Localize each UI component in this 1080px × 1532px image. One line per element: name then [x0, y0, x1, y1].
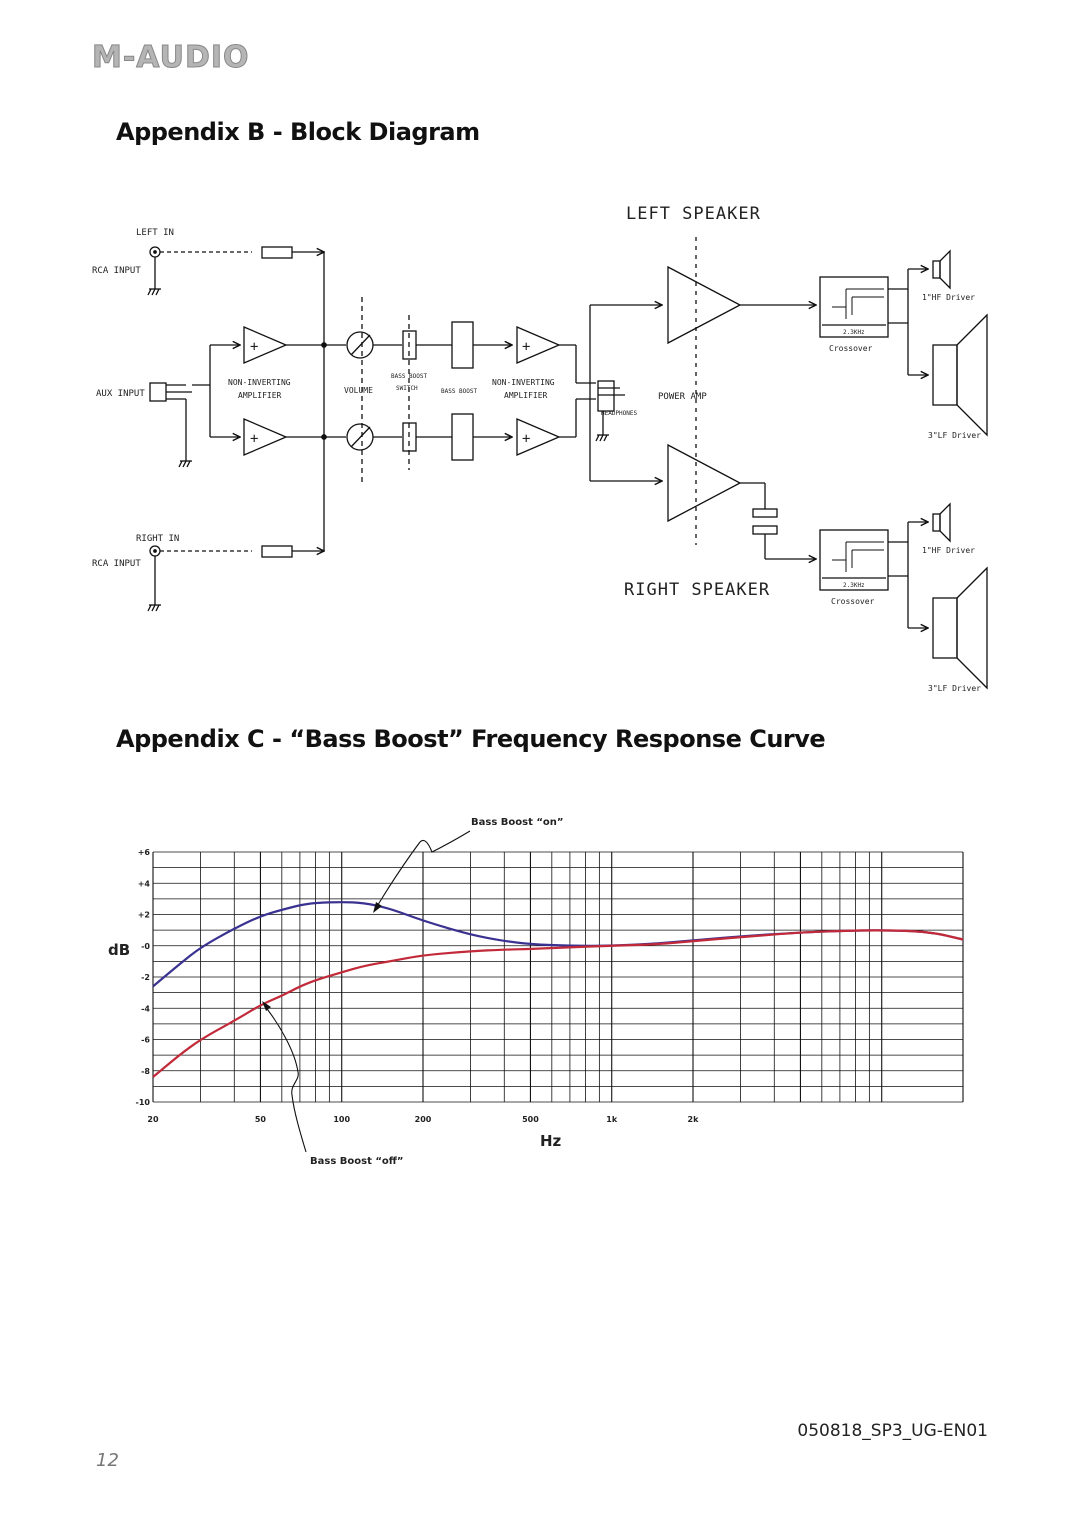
left-input-resistor — [261, 246, 293, 259]
m-audio-logo: M-AUDIO — [92, 40, 250, 76]
input-amplifier-upper — [243, 326, 288, 364]
svg-text:+: + — [522, 339, 530, 355]
bass-boost-filter-lower — [451, 413, 474, 461]
crossover-freq-top: 2.3KHz — [843, 329, 865, 336]
y-tick-label: -6 — [141, 1036, 150, 1045]
non-inverting-label-1: NON-INVERTING — [228, 378, 291, 387]
lf-driver-top-label: 3"LF Driver — [928, 431, 981, 440]
annotation-off-leader — [263, 1004, 307, 1153]
rca-input-left-label: RCA INPUT — [92, 266, 141, 276]
chart-grid — [152, 851, 964, 1103]
x-tick-label: 50 — [255, 1115, 267, 1124]
svg-text:+: + — [522, 431, 530, 447]
crossover-freq-bottom: 2.3KHz — [843, 582, 865, 589]
crossover-bottom — [819, 529, 889, 591]
x-tick-label: 200 — [415, 1115, 432, 1124]
x-tick-label: 500 — [522, 1115, 539, 1124]
svg-text:+: + — [250, 431, 258, 447]
y-tick-label: +4 — [138, 879, 151, 888]
power-amp-right — [667, 443, 742, 523]
non-inverting-label-2: NON-INVERTING — [492, 378, 555, 387]
y-tick-label: -8 — [141, 1067, 150, 1076]
y-tick-label: +2 — [138, 911, 150, 920]
svg-text:+: + — [250, 339, 258, 355]
headphone-jack — [597, 380, 615, 412]
right-input-resistor — [261, 545, 293, 558]
amplifier-label-1: AMPLIFIER — [238, 391, 282, 400]
hf-driver-top-label: 1"HF Driver — [922, 293, 975, 302]
right-speaker-label: RIGHT SPEAKER — [624, 580, 770, 600]
hf-driver-top-icon — [932, 260, 941, 279]
input-amplifier-lower — [243, 418, 288, 456]
annotation-bass-boost-off: Bass Boost “off” — [310, 1156, 403, 1167]
document-code: 050818_SP3_UG-EN01 — [797, 1421, 988, 1441]
output-capacitor-1 — [752, 508, 778, 518]
crossover-label-top: Crossover — [829, 344, 873, 353]
crossover-top — [819, 276, 889, 338]
bass-boost-label: BASS BOOST — [441, 388, 478, 395]
right-in-label: RIGHT IN — [136, 534, 179, 544]
volume-label: VOLUME — [344, 386, 373, 395]
power-amp-left — [667, 265, 742, 345]
bass-boost-top-label: BASS BOOST — [391, 373, 428, 380]
chart-series — [152, 901, 964, 1078]
output-amplifier-lower — [516, 418, 561, 456]
page-number: 12 — [96, 1450, 119, 1471]
lf-driver-bottom-label: 3"LF Driver — [928, 684, 981, 693]
annotation-off-arrowhead — [262, 1001, 271, 1011]
aux-input-jack — [149, 382, 167, 402]
left-in-label: LEFT IN — [136, 228, 174, 238]
hf-driver-bottom-icon — [932, 513, 941, 532]
y-tick-label: -10 — [136, 1098, 151, 1107]
x-tick-label: 1k — [606, 1115, 618, 1124]
appendix-c-title: Appendix C - “Bass Boost” Frequency Resp… — [116, 725, 826, 753]
y-tick-label: -2 — [141, 973, 150, 982]
bass-boost-filter-upper — [451, 321, 474, 369]
lf-driver-top-icon — [932, 344, 958, 406]
y-tick-label: -0 — [141, 942, 150, 951]
amplifier-label-2: AMPLIFIER — [504, 391, 548, 400]
appendix-b-title: Appendix B - Block Diagram — [116, 118, 480, 146]
annotation-on-arrowhead — [373, 902, 382, 913]
series-line-bass-boost-off — [152, 929, 964, 1078]
x-tick-label: 2k — [688, 1115, 700, 1124]
left-speaker-label: LEFT SPEAKER — [626, 204, 761, 224]
power-amp-label: POWER AMP — [658, 392, 707, 402]
crossover-label-bottom: Crossover — [831, 597, 875, 606]
frequency-response-chart: +6 +4 +2 -0 -2 -4 -6 -8 -10 20 50 100 200 500 1k 2k dB… — [108, 817, 964, 1167]
x-tick-label: 20 — [147, 1115, 159, 1124]
switch-label: SWITCH — [396, 385, 418, 392]
headphones-label: HEADPHONES — [601, 410, 638, 417]
annotation-on-leader — [375, 830, 471, 909]
block-diagram: LEFT SPEAKER RIGHT SPEAKER LEFT IN RCA I… — [92, 204, 988, 693]
y-tick-labels: +6 +4 +2 -0 -2 -4 -6 -8 -10 — [136, 848, 151, 1107]
x-tick-label: 100 — [333, 1115, 350, 1124]
x-tick-labels: 20 50 100 200 500 1k 2k — [147, 1115, 699, 1124]
hf-driver-bottom-label: 1"HF Driver — [922, 546, 975, 555]
y-axis-label: dB — [108, 941, 130, 959]
y-tick-label: +6 — [138, 848, 151, 857]
annotation-bass-boost-on: Bass Boost “on” — [471, 817, 563, 828]
lf-driver-bottom-icon — [932, 597, 958, 659]
x-axis-label: Hz — [540, 1132, 562, 1150]
output-amplifier-upper — [516, 326, 561, 364]
y-tick-label: -4 — [141, 1004, 150, 1013]
output-capacitor-2 — [752, 525, 778, 535]
rca-input-right-label: RCA INPUT — [92, 559, 141, 569]
aux-input-label: AUX INPUT — [96, 389, 145, 399]
